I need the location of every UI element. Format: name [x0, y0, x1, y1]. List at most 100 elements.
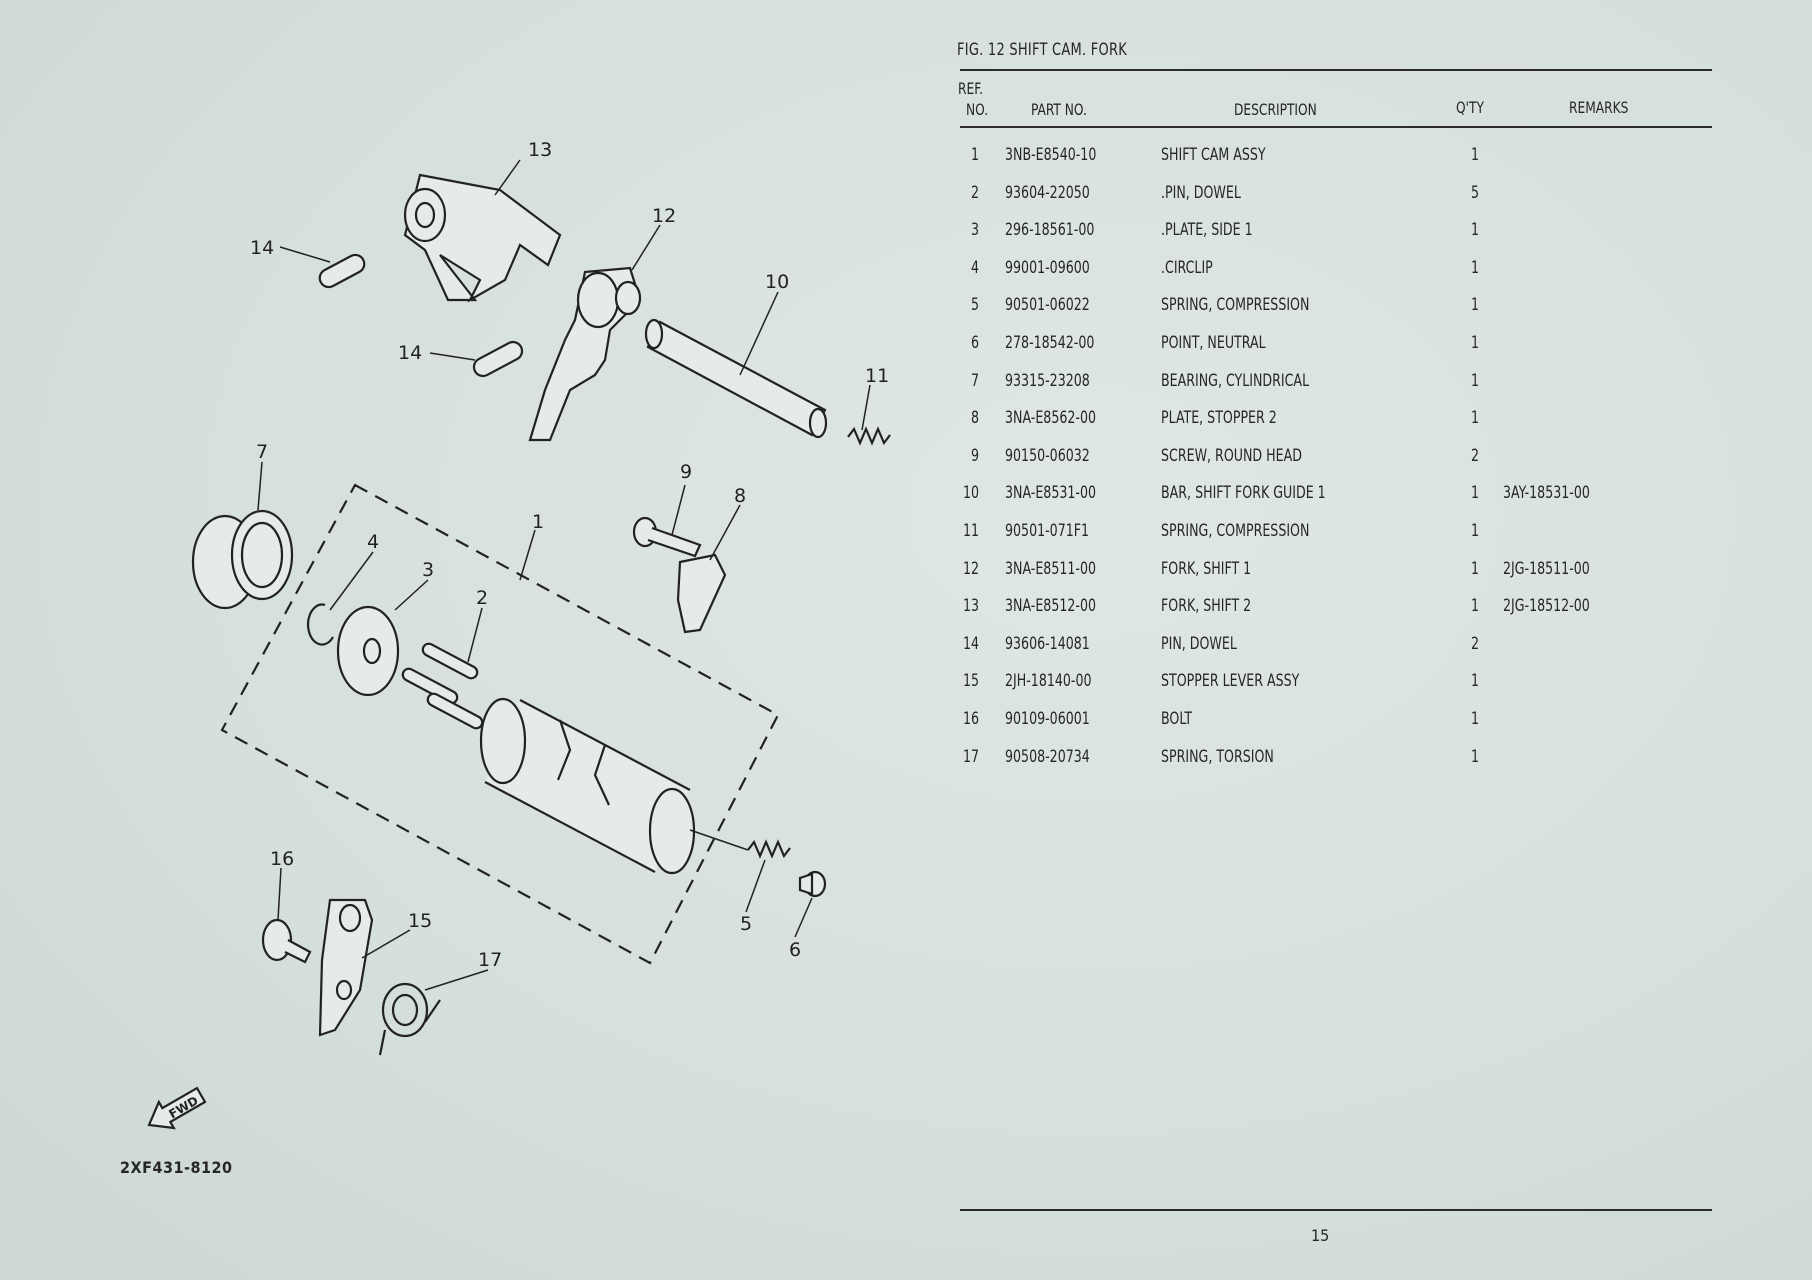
shift-fork-guide-bar — [644, 318, 828, 439]
callout-14a: 14 — [250, 237, 274, 259]
remarks: 2JG-18511-00 — [1503, 558, 1590, 578]
ref-no: 8 — [970, 408, 979, 428]
remarks: 2JG-18512-00 — [1503, 596, 1590, 616]
callout-11: 11 — [865, 365, 889, 387]
dowel-pins — [401, 642, 484, 730]
description: POINT, NEUTRAL — [1161, 333, 1266, 352]
part-number: 3NA-E8511-00 — [1005, 558, 1097, 578]
header-remarks: REMARKS — [1569, 98, 1629, 117]
header-ref: REF. — [958, 79, 983, 98]
quantity: 1 — [1471, 257, 1480, 277]
part-number: 3NB-E8540-10 — [1005, 145, 1097, 164]
quantity: 1 — [1471, 521, 1480, 540]
shift-cam-assembly-outline — [220, 483, 780, 965]
quantity: 1 — [1471, 671, 1480, 691]
description: .CIRCLIP — [1161, 257, 1213, 277]
part-number: 90109-06001 — [1005, 709, 1090, 728]
ref-no: 1 — [970, 145, 979, 164]
shift-fork-1 — [528, 266, 642, 442]
part-number: 3NA-E8562-00 — [1005, 408, 1097, 428]
callout-15: 15 — [408, 910, 432, 932]
callout-5: 5 — [740, 913, 752, 935]
callout-3: 3 — [422, 559, 434, 581]
quantity: 2 — [1471, 445, 1480, 465]
neutral-point — [798, 870, 827, 898]
description: SPRING, COMPRESSION — [1161, 295, 1310, 315]
dowel-pin-14a — [318, 253, 366, 289]
callout-8: 8 — [734, 485, 746, 507]
callout-17: 17 — [478, 949, 502, 971]
description: SPRING, TORSION — [1161, 746, 1274, 766]
ref-no: 6 — [970, 333, 979, 352]
part-number: 93315-23208 — [1005, 370, 1090, 390]
description: SPRING, COMPRESSION — [1161, 521, 1310, 540]
ref-no: 13 — [962, 596, 979, 616]
quantity: 5 — [1471, 182, 1480, 202]
description: SHIFT CAM ASSY — [1161, 145, 1266, 164]
figure-title: FIG. 12 SHIFT CAM. FORK — [957, 40, 1128, 60]
compression-spring-5 — [747, 839, 791, 859]
shift-fork-2 — [403, 173, 562, 303]
ref-no: 17 — [962, 746, 979, 766]
callout-1: 1 — [532, 511, 544, 533]
description: BOLT — [1161, 709, 1193, 728]
callout-16: 16 — [270, 848, 294, 870]
quantity: 2 — [1471, 633, 1480, 653]
part-number: 93604-22050 — [1005, 182, 1090, 202]
drawing-code: 2XF431-8120 — [120, 1158, 233, 1177]
ref-no: 12 — [962, 558, 979, 578]
leader-lines — [257, 159, 871, 991]
table-row: 8 3NA-E8562-00 PLATE, STOPPER 2 1 — [955, 408, 1715, 438]
part-number: 99001-09600 — [1005, 257, 1090, 277]
quantity: 1 — [1471, 145, 1480, 164]
quantity: 1 — [1471, 596, 1480, 616]
ref-no: 4 — [970, 257, 979, 277]
description: FORK, SHIFT 2 — [1161, 596, 1252, 616]
bottom-rule — [960, 1209, 1712, 1211]
exploded-parts-diagram: 13 12 10 11 14 14 7 9 8 1 4 3 2 16 15 17… — [147, 139, 891, 1130]
compression-spring-11 — [847, 426, 891, 446]
ref-no: 14 — [962, 633, 979, 653]
quantity: 1 — [1471, 408, 1480, 428]
ref-no: 9 — [970, 445, 979, 465]
side-plate — [336, 605, 400, 697]
remarks: 3AY-18531-00 — [1503, 483, 1590, 503]
quantity: 1 — [1471, 370, 1480, 390]
callout-7: 7 — [256, 441, 268, 463]
part-number: 90501-06022 — [1005, 295, 1090, 315]
header-ref-no: NO. — [966, 100, 989, 119]
ref-no: 3 — [970, 220, 979, 240]
callout-4: 4 — [367, 531, 379, 553]
round-head-screw — [632, 516, 702, 558]
description: PLATE, STOPPER 2 — [1161, 408, 1277, 428]
dowel-pin-14b — [472, 340, 524, 378]
bolt — [261, 918, 312, 964]
callout-14b: 14 — [398, 342, 422, 364]
stopper-plate — [676, 553, 727, 634]
part-number: 90150-06032 — [1005, 445, 1090, 465]
ref-no: 11 — [962, 521, 979, 540]
quantity: 1 — [1471, 746, 1480, 766]
quantity: 1 — [1471, 483, 1480, 503]
table-row: 1 3NB-E8540-10 SHIFT CAM ASSY 1 — [955, 145, 1715, 175]
callout-6: 6 — [789, 939, 801, 961]
description: PIN, DOWEL — [1161, 633, 1237, 653]
quantity: 1 — [1471, 295, 1480, 315]
shift-cam-drum — [479, 697, 696, 875]
table-row: 4 99001-09600 .CIRCLIP 1 — [955, 258, 1715, 288]
ref-no: 2 — [970, 182, 979, 202]
